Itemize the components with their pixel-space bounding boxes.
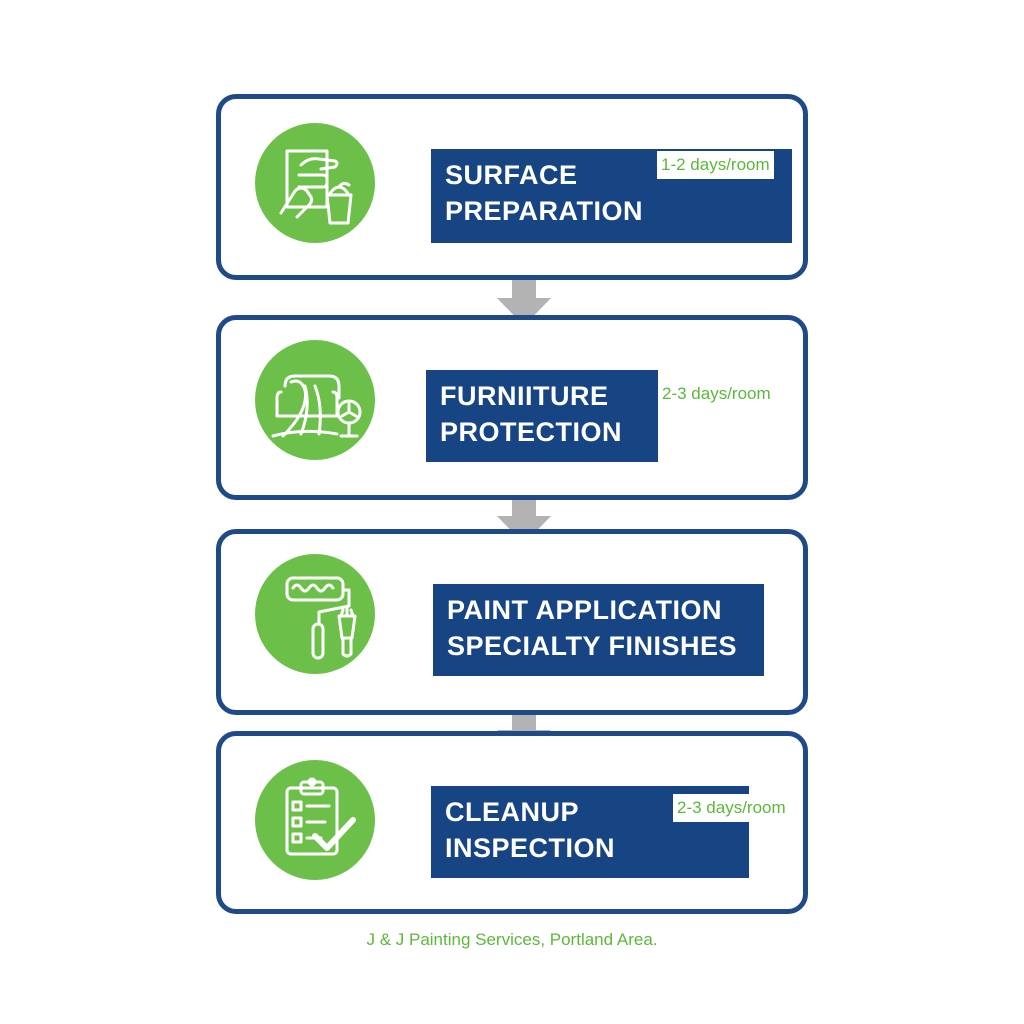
step-cleanup-inspection: CLEANUP INSPECTION 2-3 days/room (216, 731, 808, 914)
step-title-line-2: PREPARATION (445, 196, 644, 226)
step-title: PAINT APPLICATION SPECIALTY FINISHES (433, 584, 764, 676)
step-title-line-1: PAINT APPLICATION (447, 595, 722, 625)
step-title-line-2: PROTECTION (440, 417, 623, 447)
step-paint-application: PAINT APPLICATION SPECIALTY FINISHES (216, 529, 808, 715)
down-arrow-icon (497, 278, 551, 326)
step-duration: 1-2 days/room (657, 151, 774, 179)
step-title-line-2: INSPECTION (445, 833, 616, 863)
step-duration: 2-3 days/room (658, 380, 775, 408)
step-title: FURNIITURE PROTECTION (426, 370, 658, 462)
step-duration: 2-3 days/room (673, 794, 790, 822)
paint-roller-brush-icon (257, 556, 373, 672)
step-furniture-protection: FURNIITURE PROTECTION 2-3 days/room (216, 315, 808, 500)
furniture-protection-icon (257, 342, 373, 458)
step-title-line-2: SPECIALTY FINISHES (447, 631, 738, 661)
step-title-line-1: CLEANUP (445, 797, 580, 827)
step-title-line-1: SURFACE (445, 160, 578, 190)
surface-preparation-icon (257, 125, 373, 241)
down-arrow-icon (497, 496, 551, 544)
step-title-line-1: FURNIITURE (440, 381, 609, 411)
clipboard-checklist-icon (257, 762, 373, 878)
footer-credit: J & J Painting Services, Portland Area. (366, 930, 658, 949)
step-surface-preparation: SURFACE PREPARATION 1-2 days/room (216, 94, 808, 280)
